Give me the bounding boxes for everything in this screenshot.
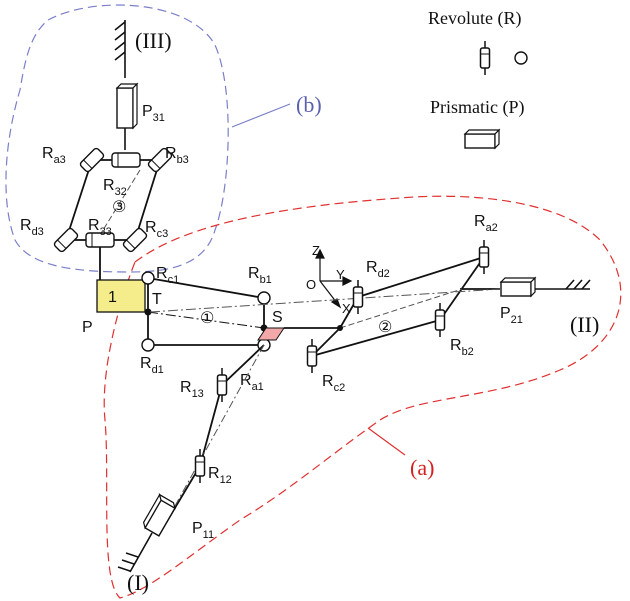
limb-I-label: (I) xyxy=(127,570,149,595)
Rb3-joint-icon xyxy=(147,147,173,173)
limb-II-label: (II) xyxy=(570,312,599,337)
Rd1-label: Rd1 xyxy=(140,355,164,376)
Rc2-label: Rc2 xyxy=(322,373,345,394)
R13-label: R13 xyxy=(180,379,204,400)
Rd3-label: Rd3 xyxy=(20,217,44,238)
region-a-label: (a) xyxy=(410,455,434,480)
Rb1-label: Rb1 xyxy=(248,265,272,286)
platform-point-T: T xyxy=(152,291,162,308)
loop-3-label: ③ xyxy=(112,197,126,216)
Rd3-joint-icon xyxy=(53,227,79,253)
R33-label: R33 xyxy=(88,217,112,238)
point-T-dot xyxy=(144,308,152,316)
Rb1-joint-icon xyxy=(257,291,271,305)
Rd1-joint-icon xyxy=(141,338,155,352)
moving-platform xyxy=(96,279,146,313)
axis-x-label: X xyxy=(342,301,351,316)
legend-revolute-label: Revolute (R) xyxy=(428,8,521,29)
Rd2-label: Rd2 xyxy=(366,259,390,280)
legend-prismatic-label: Prismatic (P) xyxy=(430,97,525,118)
Rc3-joint-icon xyxy=(122,227,148,253)
Rc3-label: Rc3 xyxy=(145,219,168,240)
P31-label: P31 xyxy=(142,103,165,124)
prismatic-legend-icon xyxy=(464,129,500,149)
Rb2-joint-icon xyxy=(434,302,446,338)
axis-z-label: Z xyxy=(312,243,320,258)
axis-origin-label: O xyxy=(306,277,316,292)
revolute-legend-circle-icon xyxy=(514,51,528,65)
coordinate-frame xyxy=(315,248,353,309)
revolute-legend-icon xyxy=(479,40,491,76)
P21-prismatic-icon xyxy=(500,277,536,297)
limb-III-ground-icon xyxy=(114,20,126,78)
Rc2-joint-icon xyxy=(306,338,318,374)
Rb2-label: Rb2 xyxy=(450,337,474,358)
P11-label: P11 xyxy=(192,520,214,541)
limb-II-connection-dot xyxy=(337,325,343,331)
Rb3-label: Rb3 xyxy=(165,145,189,166)
R33-joint-icon xyxy=(85,232,115,248)
region-b-leader xyxy=(231,103,291,128)
region-b-outline xyxy=(5,4,229,273)
Rc1-label: Rc1 xyxy=(156,265,179,286)
limb-II-ground-icon xyxy=(565,279,591,290)
region-b-label: (b) xyxy=(296,92,322,117)
R12-label: R12 xyxy=(208,465,232,486)
R32-joint-icon xyxy=(111,152,141,168)
P11-prismatic-icon xyxy=(142,493,176,537)
limb-II-links xyxy=(284,256,500,357)
platform-point-S: S xyxy=(272,309,283,326)
platform-number: 1 xyxy=(108,289,117,306)
loop-2-label: ② xyxy=(378,317,392,336)
Ra3-label: Ra3 xyxy=(42,145,66,166)
limb-I-ground-icon xyxy=(117,532,153,573)
region-a-outline xyxy=(103,195,622,599)
Ra3-joint-icon xyxy=(79,147,105,173)
P21-label: P21 xyxy=(500,305,523,326)
Ra2-label: Ra2 xyxy=(474,213,498,234)
P31-prismatic-icon xyxy=(115,82,139,130)
R32-label: R32 xyxy=(103,177,127,198)
loop-1-label: ① xyxy=(200,308,214,327)
limb-III-label: (III) xyxy=(135,28,172,53)
Rc1-joint-icon xyxy=(141,271,155,285)
Rd2-joint-icon xyxy=(352,279,364,315)
axis-y-label: Y xyxy=(336,267,345,282)
region-a-leader xyxy=(367,427,406,456)
Ra2-joint-icon xyxy=(478,239,490,275)
Ra1-label: Ra1 xyxy=(240,372,264,393)
platform-point-P: P xyxy=(82,319,93,336)
